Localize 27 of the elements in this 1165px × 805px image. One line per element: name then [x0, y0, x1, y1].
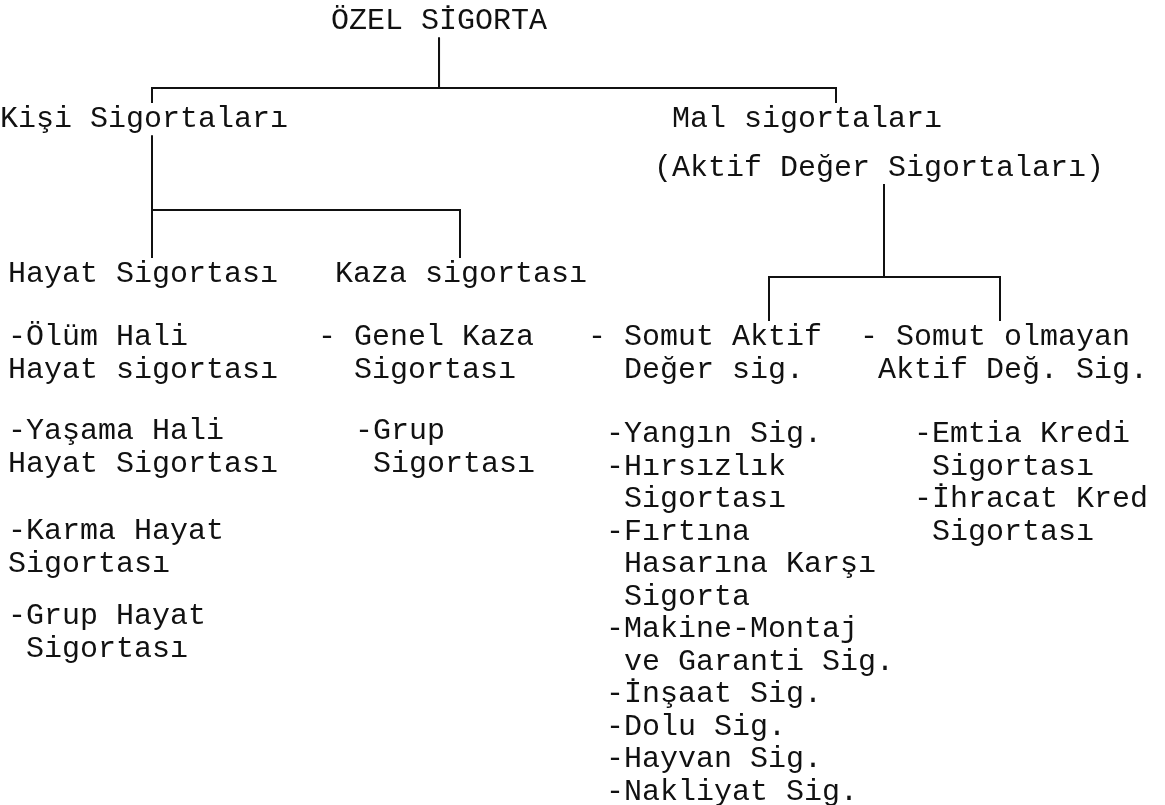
insurance-type-item: -Hayvan Sig.	[606, 743, 824, 776]
category-heading: - Somut olmayan Aktif Değ. Sig.	[860, 321, 1149, 386]
category-heading: - Somut Aktif Değer sig.	[588, 321, 823, 386]
insurance-type-item: -Fırtına Hasarına Karşı Sigorta	[606, 515, 878, 613]
insurance-type-item: -Grup Hayat Sigortası	[8, 600, 208, 665]
insurance-type-item: -Emtia Kredi Sigortası	[914, 418, 1132, 483]
insurance-type-item: -Ölüm Hali Hayat sigortası	[8, 321, 279, 386]
insurance-type-item: -İhracat Kred Sigortası	[914, 483, 1149, 548]
insurance-type-item: -Hırsızlık Sigortası	[606, 450, 788, 516]
insurance-type-item: -Karma Hayat Sigortası	[8, 515, 226, 580]
insurance-type-item: - Genel Kaza Sigortası	[318, 321, 535, 386]
insurance-type-item: -İnşaat Sig.	[606, 678, 824, 711]
tree-connector	[883, 183, 1001, 322]
category-heading: Kaza sigortası	[335, 258, 588, 291]
category-heading: Hayat Sigortası	[8, 258, 279, 291]
tree-connector	[151, 134, 461, 259]
insurance-type-item: -Dolu Sig.	[606, 710, 788, 743]
insurance-type-item: -Yangın Sig.	[606, 418, 824, 451]
insurance-type-item: -Makine-Montaj ve Garanti Sig.	[606, 613, 895, 678]
category-subheading: (Aktif Değer Sigortaları)	[654, 151, 1105, 184]
insurance-type-item: -Grup Sigortası	[355, 415, 535, 480]
category-heading: Kişi Sigortaları	[0, 103, 289, 136]
insurance-type-item: -Yaşama Hali Hayat Sigortası	[8, 415, 279, 480]
tree-connector	[438, 36, 837, 104]
root-heading: ÖZEL SİGORTA	[331, 5, 548, 38]
insurance-type-item: -Nakliyat Sig.	[606, 775, 860, 805]
category-heading: Mal sigortaları	[672, 103, 943, 136]
